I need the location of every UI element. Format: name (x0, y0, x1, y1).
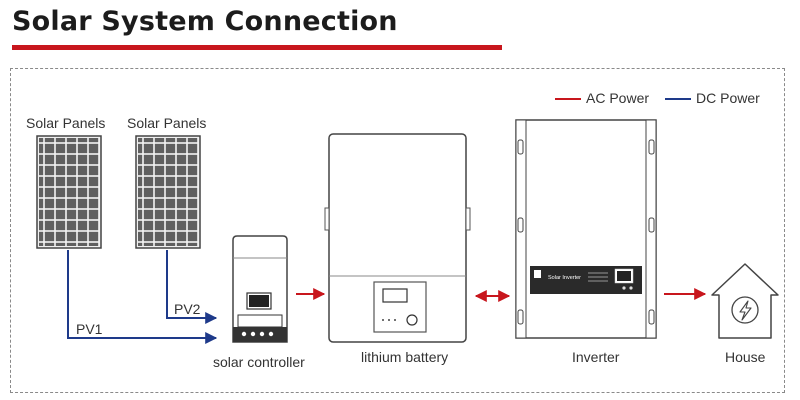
inverter-brand-label: Solar Inverter (548, 275, 581, 281)
diagram-frame (10, 68, 785, 393)
title-underline (12, 45, 502, 50)
pv1-label: PV1 (76, 321, 103, 337)
inverter-label: Inverter (572, 349, 620, 365)
inverter-icon (515, 119, 657, 339)
solar-panel-icon (36, 135, 102, 249)
ac-legend-swatch (555, 98, 581, 100)
pv2-label: PV2 (174, 301, 201, 317)
house-label: House (725, 349, 766, 365)
house-lightning-icon (711, 263, 779, 339)
dc-legend-swatch (665, 98, 691, 100)
lithium-battery-label: lithium battery (361, 349, 449, 365)
battery-icon (324, 133, 471, 343)
diagram-title: Solar System Connection (12, 6, 398, 37)
controller-icon (232, 235, 288, 343)
solar-panels-label-2: Solar Panels (127, 115, 207, 131)
solar-panels-label-1: Solar Panels (26, 115, 106, 131)
dc-legend-label: DC Power (696, 90, 760, 106)
solar-controller-label: solar controller (213, 354, 305, 370)
solar-panel-icon (135, 135, 201, 249)
dc-wiring (67, 250, 218, 344)
ac-legend-label: AC Power (586, 90, 650, 106)
